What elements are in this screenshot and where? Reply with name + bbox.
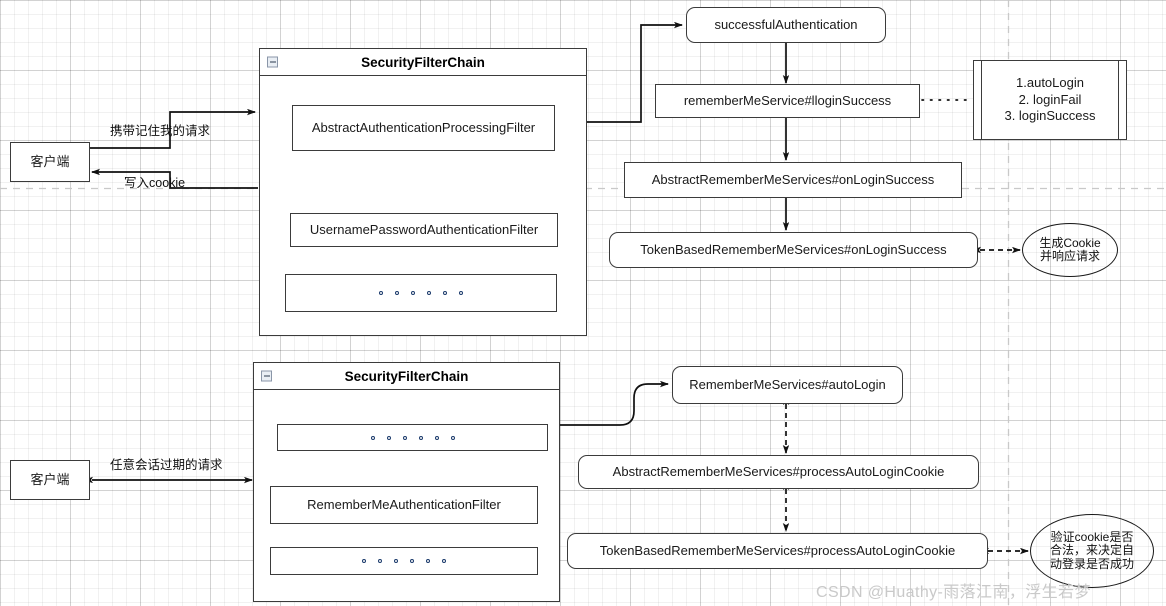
dot-icon [443, 291, 447, 295]
dot-icon [418, 435, 423, 440]
callout-verify-cookie[interactable]: 验证cookie是否 合法，来决定自 动登录是否成功 [1030, 514, 1154, 588]
dot-icon [362, 559, 366, 563]
filter-placeholder-top[interactable] [285, 274, 557, 312]
filter-remember-me-authentication-label: RememberMeAuthenticationFilter [307, 497, 501, 513]
security-filter-chain-bottom-title: SecurityFilterChain [344, 368, 469, 384]
client-box-top[interactable]: 客户端 [10, 142, 90, 182]
dot-icon [411, 291, 415, 295]
note-list-item-3: 3. loginSuccess [1004, 108, 1096, 124]
dot-icon [426, 559, 430, 563]
step-abstract-remember-me-process-auto-login-cookie[interactable]: AbstractRememberMeServices#processAutoLo… [578, 455, 979, 489]
dot-icon [394, 559, 398, 563]
note-list-item-1: 1.autoLogin [1016, 75, 1084, 91]
note-list-item-2: 2. loginFail [1018, 91, 1082, 107]
minus-square-icon[interactable] [267, 56, 278, 68]
security-filter-chain-top-header: SecurityFilterChain [260, 49, 586, 76]
filter-username-password-authentication-label: UsernamePasswordAuthenticationFilter [309, 222, 539, 238]
filter-abstract-authentication-processing-label: AbstractAuthenticationProcessingFilter [311, 120, 536, 136]
filter-username-password-authentication[interactable]: UsernamePasswordAuthenticationFilter [290, 213, 558, 247]
step-token-based-remember-me-on-login-success-label: TokenBasedRememberMeServices#onLoginSucc… [640, 242, 947, 258]
step-remember-me-services-auto-login-label: RememberMeServices#autoLogin [689, 377, 886, 393]
dot-icon [427, 291, 431, 295]
filter-remember-me-authentication[interactable]: RememberMeAuthenticationFilter [270, 486, 538, 524]
note-list-body: 1.autoLogin 2. loginFail 3. loginSuccess [982, 61, 1118, 139]
dot-icon [410, 559, 414, 563]
dot-icon [402, 435, 407, 440]
callout-verify-cookie-line-2: 合法，来决定自 [1049, 543, 1134, 558]
callout-verify-cookie-line-3: 动登录是否成功 [1049, 556, 1134, 571]
step-remember-me-service-login-success-label: rememberMeService#lloginSuccess [683, 93, 892, 109]
dot-icon [370, 435, 375, 440]
process-right-bar [1118, 61, 1126, 139]
process-left-bar [974, 61, 982, 139]
callout-generate-cookie[interactable]: 生成Cookie 并响应请求 [1022, 223, 1118, 277]
dot-icon [459, 291, 463, 295]
dot-icon [378, 559, 382, 563]
step-token-based-remember-me-on-login-success[interactable]: TokenBasedRememberMeServices#onLoginSucc… [609, 232, 978, 268]
edge-label-request-remember-me: 携带记住我的请求 [110, 124, 211, 138]
filter-abstract-authentication-processing[interactable]: AbstractAuthenticationProcessingFilter [292, 105, 555, 151]
step-abstract-remember-me-on-login-success-label: AbstractRememberMeServices#onLoginSucces… [651, 172, 935, 188]
note-list-login-outcomes[interactable]: 1.autoLogin 2. loginFail 3. loginSuccess [973, 60, 1127, 140]
client-box-bottom[interactable]: 客户端 [10, 460, 90, 500]
callout-generate-cookie-line-2: 并响应请求 [1039, 249, 1100, 263]
edge-label-session-expired-request: 任意会话过期的请求 [110, 458, 223, 472]
dot-icon [379, 291, 383, 295]
step-abstract-remember-me-on-login-success[interactable]: AbstractRememberMeServices#onLoginSucces… [624, 162, 962, 198]
dot-icon [442, 559, 446, 563]
callout-verify-cookie-line-1: 验证cookie是否 [1050, 529, 1134, 544]
security-filter-chain-bottom-header: SecurityFilterChain [254, 363, 559, 390]
step-remember-me-service-login-success[interactable]: rememberMeService#lloginSuccess [655, 84, 920, 118]
step-successful-authentication[interactable]: successfulAuthentication [686, 7, 886, 43]
csdn-watermark: CSDN @Huathy-雨落江南，浮生若梦 [816, 584, 1091, 601]
step-successful-authentication-label: successfulAuthentication [714, 17, 858, 33]
dot-icon [386, 435, 391, 440]
edge-label-write-cookie: 写入cookie [124, 176, 186, 190]
minus-square-icon[interactable] [261, 370, 272, 382]
step-remember-me-services-auto-login[interactable]: RememberMeServices#autoLogin [672, 366, 903, 404]
callout-generate-cookie-line-1: 生成Cookie [1039, 235, 1101, 250]
step-abstract-remember-me-process-auto-login-cookie-label: AbstractRememberMeServices#processAutoLo… [612, 464, 945, 480]
security-filter-chain-top-title: SecurityFilterChain [361, 54, 485, 70]
step-token-based-remember-me-process-auto-login-cookie[interactable]: TokenBasedRememberMeServices#processAuto… [567, 533, 988, 569]
filter-placeholder-bottom-upper[interactable] [277, 424, 548, 451]
client-box-bottom-label: 客户端 [30, 472, 70, 488]
edge-chain-to-autologin [560, 380, 669, 426]
client-box-top-label: 客户端 [30, 154, 70, 170]
dot-icon [434, 435, 439, 440]
filter-placeholder-bottom-lower[interactable] [270, 547, 538, 575]
dot-icon [450, 435, 455, 440]
dot-icon [395, 291, 399, 295]
step-token-based-remember-me-process-auto-login-cookie-label: TokenBasedRememberMeServices#processAuto… [599, 543, 956, 559]
